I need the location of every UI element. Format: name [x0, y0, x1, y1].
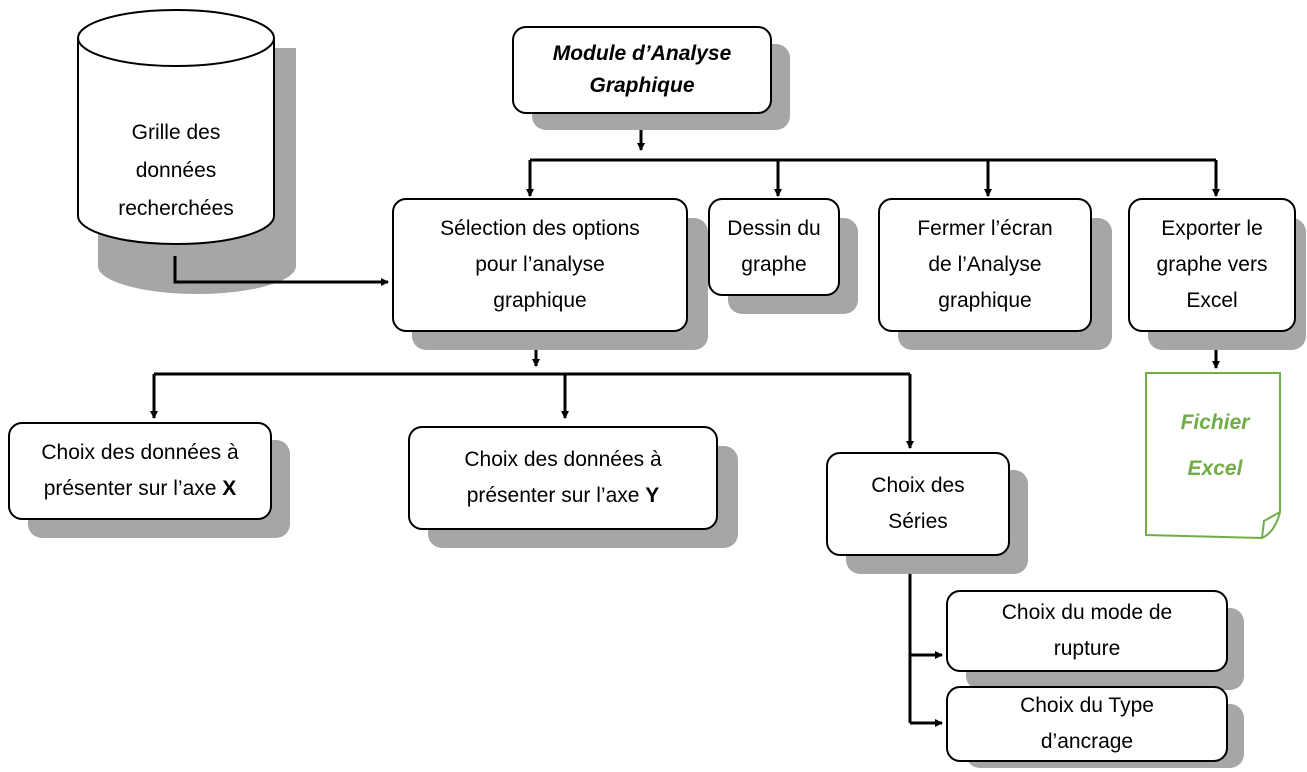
module-label: Module d’Analyse Graphique [552, 42, 732, 97]
axe-x-label: Choix des données à présenter sur l’axe [41, 441, 239, 500]
exporter-box: Exporter le graphe vers Excel [1128, 198, 1296, 332]
exporter-label: Exporter le graphe vers Excel [1156, 217, 1268, 312]
ancrage-box: Choix du Type d’ancrage [946, 686, 1228, 762]
axe-x-box: Choix des données à présenter sur l’axe … [8, 422, 272, 520]
axe-y-axis-letter: Y [645, 484, 660, 507]
axe-x-axis-letter: X [222, 477, 237, 500]
dessin-box: Dessin du graphe [708, 198, 840, 296]
database-cylinder [77, 9, 275, 245]
selection-box: Sélection des options pour l’analyse gra… [392, 198, 688, 332]
fermer-box: Fermer l’écran de l’Analyse graphique [878, 198, 1092, 332]
axe-y-label: Choix des données à présenter sur l’axe [464, 448, 662, 507]
excel-file-label: Fichier Excel [1180, 411, 1250, 480]
series-box: Choix des Séries [826, 452, 1010, 556]
dessin-label: Dessin du graphe [727, 217, 821, 276]
fermer-label: Fermer l’écran de l’Analyse graphique [917, 217, 1053, 312]
module-box: Module d’Analyse Graphique [512, 26, 772, 114]
connector-database [173, 256, 389, 286]
excel-file-document [1145, 372, 1281, 540]
selection-label: Sélection des options pour l’analyse gra… [440, 217, 640, 312]
series-label: Choix des Séries [871, 474, 965, 533]
rupture-box: Choix du mode de rupture [946, 590, 1228, 672]
rupture-label: Choix du mode de rupture [1001, 601, 1173, 660]
axe-y-box: Choix des données à présenter sur l’axe … [408, 426, 718, 530]
database-label: Grille des données recherchées [118, 121, 234, 220]
ancrage-label: Choix du Type d’ancrage [1020, 694, 1154, 753]
